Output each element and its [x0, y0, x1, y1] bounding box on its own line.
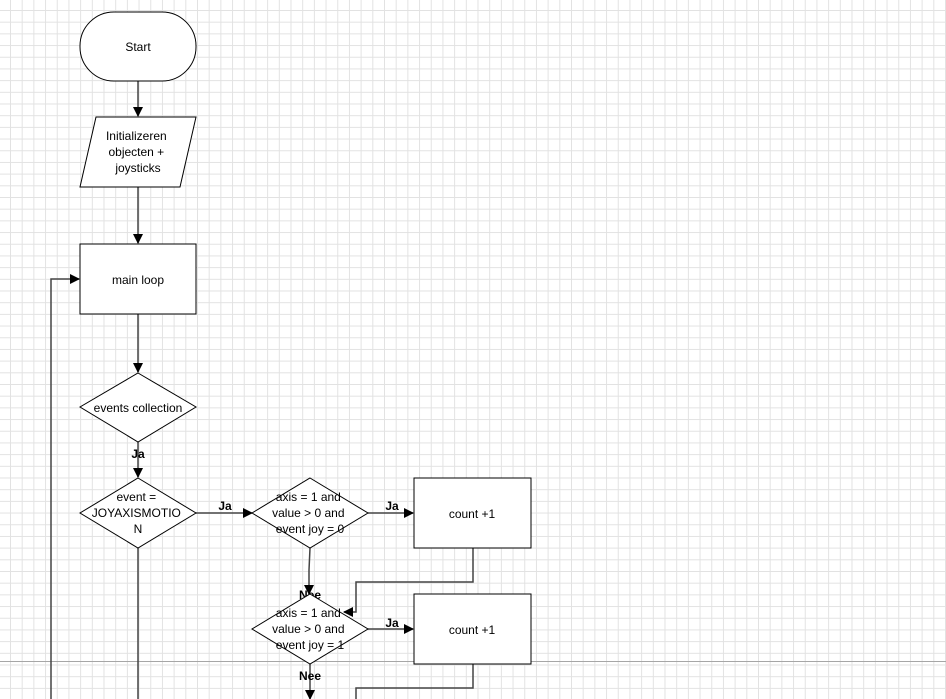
- svg-text:Start: Start: [125, 40, 151, 54]
- connector-count2-down: [355, 664, 474, 699]
- svg-text:events collection: events collection: [94, 401, 183, 415]
- process-shape: [413, 593, 532, 665]
- svg-text:count +1: count +1: [449, 507, 496, 521]
- node-text-line: value > 0 and: [272, 506, 344, 520]
- connector-count1-to-cond-joy1: [343, 548, 474, 617]
- connectors: [50, 81, 474, 699]
- svg-text:axis = 1 and value > 0 a: axis = 1 and value > 0 and event joy = 0: [272, 490, 348, 536]
- node-event-type[interactable]: event = JOYAXISMOTIO N: [79, 477, 197, 549]
- decision-shape: [251, 477, 369, 549]
- edge-label-ja: Ja: [385, 499, 399, 513]
- svg-text:Ja: Ja: [131, 447, 145, 461]
- node-text: count +1: [449, 623, 496, 637]
- svg-text:count +1: count +1: [449, 623, 496, 637]
- node-text-line: JOYAXISMOTIO: [92, 506, 181, 520]
- decision-shape: [251, 593, 369, 665]
- svg-text:Ja: Ja: [385, 499, 399, 513]
- edge-label-ja: Ja: [385, 616, 399, 630]
- node-text-line: N: [134, 522, 143, 536]
- node-text-line: event joy = 0: [276, 522, 345, 536]
- decision-shape: [79, 372, 197, 443]
- node-count-1[interactable]: count +1: [413, 477, 532, 549]
- node-init[interactable]: Initializeren objecten + joysticks: [79, 116, 197, 188]
- node-text-line: event =: [116, 490, 156, 504]
- node-text-line: value > 0 and: [272, 622, 344, 636]
- node-start[interactable]: Start: [79, 11, 197, 82]
- node-text-line: joysticks: [114, 161, 160, 175]
- svg-text:event = JOYAXISMOTIO: event = JOYAXISMOTIO N: [92, 490, 184, 536]
- node-text: main loop: [112, 273, 164, 287]
- svg-text:Initializeren objecten +: Initializeren objecten + joysticks: [106, 129, 170, 175]
- edge-label-nee: Nee: [299, 669, 321, 683]
- svg-text:Ja: Ja: [218, 499, 232, 513]
- node-text: events collection: [94, 401, 183, 415]
- parallelogram-shape: [79, 116, 197, 188]
- node-text-line: axis = 1 and: [276, 606, 341, 620]
- edge-label-ja: Ja: [131, 447, 145, 461]
- node-text-line: Initializeren: [106, 129, 167, 143]
- process-shape: [413, 477, 532, 549]
- node-text-line: axis = 1 and: [276, 490, 341, 504]
- node-cond-joy0[interactable]: axis = 1 and value > 0 and event joy = 0: [251, 477, 369, 549]
- connector-loop-back-to-main-loop: [50, 274, 80, 699]
- decision-shape: [79, 477, 197, 549]
- node-events-collection[interactable]: events collection: [79, 372, 197, 443]
- node-text-line: objecten +: [108, 145, 164, 159]
- node-text: Start: [125, 40, 151, 54]
- svg-text:Nee: Nee: [299, 669, 321, 683]
- svg-text:axis = 1 and value > 0 a: axis = 1 and value > 0 and event joy = 1: [272, 606, 348, 652]
- svg-text:Ja: Ja: [385, 616, 399, 630]
- node-main-loop[interactable]: main loop: [79, 243, 197, 315]
- process-shape: [79, 243, 197, 315]
- edge-label-ja: Ja: [218, 499, 232, 513]
- node-cond-joy1[interactable]: axis = 1 and value > 0 and event joy = 1: [251, 593, 369, 665]
- node-text: count +1: [449, 507, 496, 521]
- node-count-2[interactable]: count +1: [413, 593, 532, 665]
- connector-cond-joy0-to-cond-joy1: [304, 547, 314, 595]
- terminator-shape: [79, 11, 197, 82]
- node-text-line: event joy = 1: [276, 638, 345, 652]
- svg-text:main loop: main loop: [112, 273, 164, 287]
